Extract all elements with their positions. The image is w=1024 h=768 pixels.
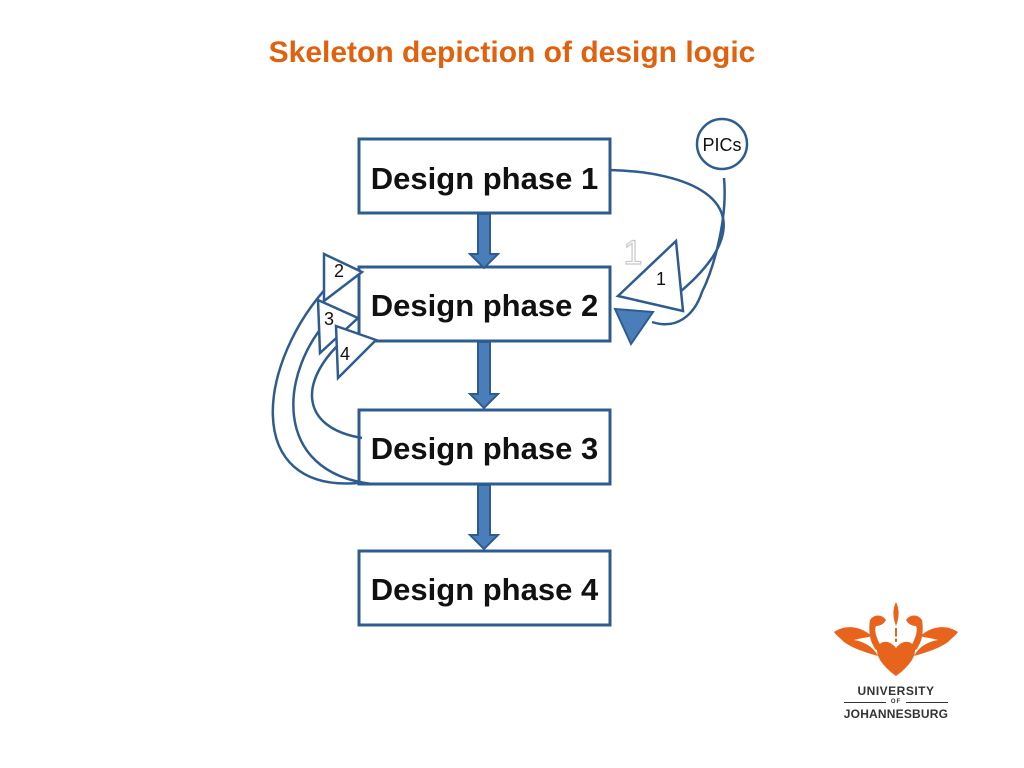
university-logo: UNIVERSITY OF JOHANNESBURG	[826, 598, 966, 728]
slide-title: Skeleton depiction of design logic	[268, 36, 756, 69]
phase-2-label: Design phase 2	[371, 288, 598, 323]
down-arrow-1-2	[467, 213, 501, 270]
loop-label-3: 3	[324, 309, 334, 329]
down-arrow-2-3	[467, 341, 501, 410]
loop-triangle-2: 2	[322, 252, 365, 304]
logo-line-university: UNIVERSITY	[857, 684, 935, 698]
pics-label: PICs	[702, 135, 741, 155]
loop-triangle-1: 1	[615, 238, 685, 313]
logo-line-of: OF	[890, 699, 902, 705]
phase-4-label: Design phase 4	[371, 572, 599, 607]
feedback-curve-pics	[651, 177, 726, 326]
logo-rule-right	[906, 702, 948, 703]
uj-crest-icon	[834, 602, 958, 676]
phase-box-2: Design phase 2	[357, 265, 612, 343]
solid-arrowhead-icon	[613, 307, 655, 347]
left-loop-curve-outer	[271, 283, 360, 485]
phase-box-1: Design phase 1	[357, 137, 612, 215]
loop-label-2: 2	[334, 261, 344, 281]
loop-label-4: 4	[340, 344, 350, 364]
left-loop-curve-inner	[310, 335, 363, 440]
loop-triangle-4: 4	[334, 324, 379, 381]
logo-rule-left	[844, 702, 886, 703]
ghost-label: 1	[624, 234, 643, 272]
loop-label-1: 1	[656, 269, 666, 289]
phase-3-label: Design phase 3	[371, 431, 598, 466]
feedback-curve-phase1	[609, 168, 725, 293]
down-arrow-3-4	[467, 484, 501, 551]
phase-1-label: Design phase 1	[371, 161, 598, 196]
logo-line-johannesburg: JOHANNESBURG	[843, 707, 949, 721]
left-loop-curve-middle	[292, 317, 373, 486]
phase-box-4: Design phase 4	[357, 549, 612, 627]
phase-box-3: Design phase 3	[357, 408, 612, 486]
pics-node: PICs	[695, 117, 749, 171]
